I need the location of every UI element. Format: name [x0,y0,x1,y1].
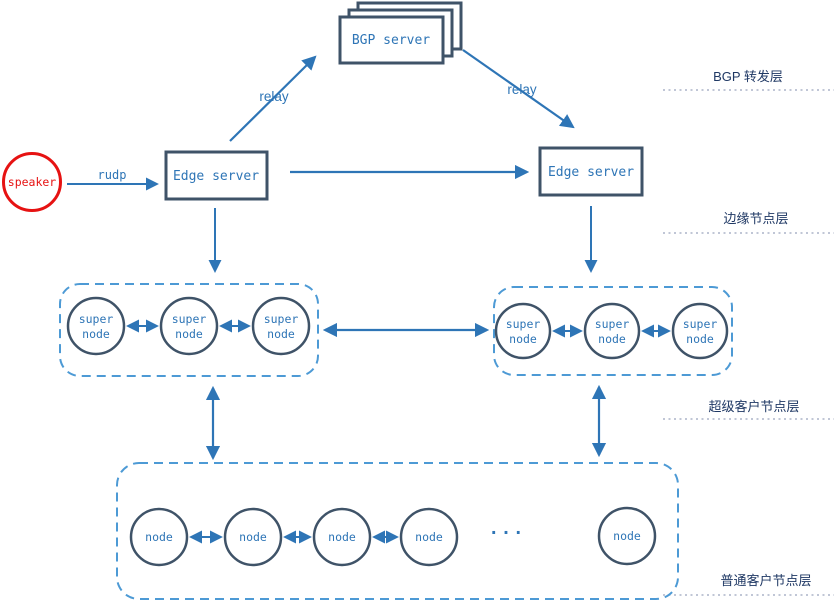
super-node-label-line2: node [686,332,714,346]
node-cluster [116,462,679,600]
super-node-label-line2: node [598,332,626,346]
speaker-circle [2,152,62,212]
layer-label-edge: 边缘节点层 [723,211,788,226]
client-node-label: node [145,530,173,544]
relay-arrow-right [462,49,575,129]
super-node-label-line1: super [595,317,630,331]
layer-band-bgp: BGP 转发层 [663,69,834,91]
client-node-label: node [328,530,356,544]
layer-label-super: 超级客户节点层 [708,399,799,414]
super-node-label-line2: node [82,327,110,341]
relay-label-right: relay [507,82,537,97]
client-node-label: node [415,530,443,544]
client-node: node [312,507,372,567]
super-cluster-left [59,283,319,377]
client-node: node [223,507,283,567]
edge-server-right-label: Edge server [548,165,634,180]
client-node-label: node [239,530,267,544]
super-node-label-line2: node [267,327,295,341]
super-node-label-line1: super [264,312,299,326]
client-node: node [597,506,657,566]
super-node-label-line1: super [506,317,541,331]
super-cluster-right [493,286,733,376]
super-node-label-line1: super [172,312,207,326]
super-node-label-line2: node [509,332,537,346]
relay-arrow-left [229,55,317,142]
layer-label-bgp: BGP 转发层 [713,69,783,84]
edge-server-left-node: Edge server [164,150,269,201]
bgp-server-label: BGP server [352,33,430,48]
bgp-server-stack-front [338,15,445,65]
super-node-label-line1: super [79,312,114,326]
client-node: node [399,507,459,567]
layer-band-client: 普通客户节点层 [663,573,834,596]
edge-server-right-node: Edge server [538,146,644,197]
edge-server-left-box [164,150,269,201]
layer-band-super: 超级客户节点层 [663,399,834,420]
client-node: node [129,507,189,567]
edge-server-left-label: Edge server [173,169,259,184]
speaker-node: speaker [2,152,62,212]
super-node-label-line1: super [683,317,718,331]
super-node-label-line2: node [175,327,203,341]
client-node-label: node [613,529,641,543]
speaker-label: speaker [8,175,57,189]
ellipsis-more-nodes: ... [489,519,526,539]
bgp-server-node: BGP server [338,1,463,65]
layer-band-edge: 边缘节点层 [663,211,834,234]
edge-server-right-box [538,146,644,197]
rudp-label: rudp [98,168,127,182]
layer-label-client: 普通客户节点层 [720,573,811,588]
relay-label-left: relay [259,89,289,104]
